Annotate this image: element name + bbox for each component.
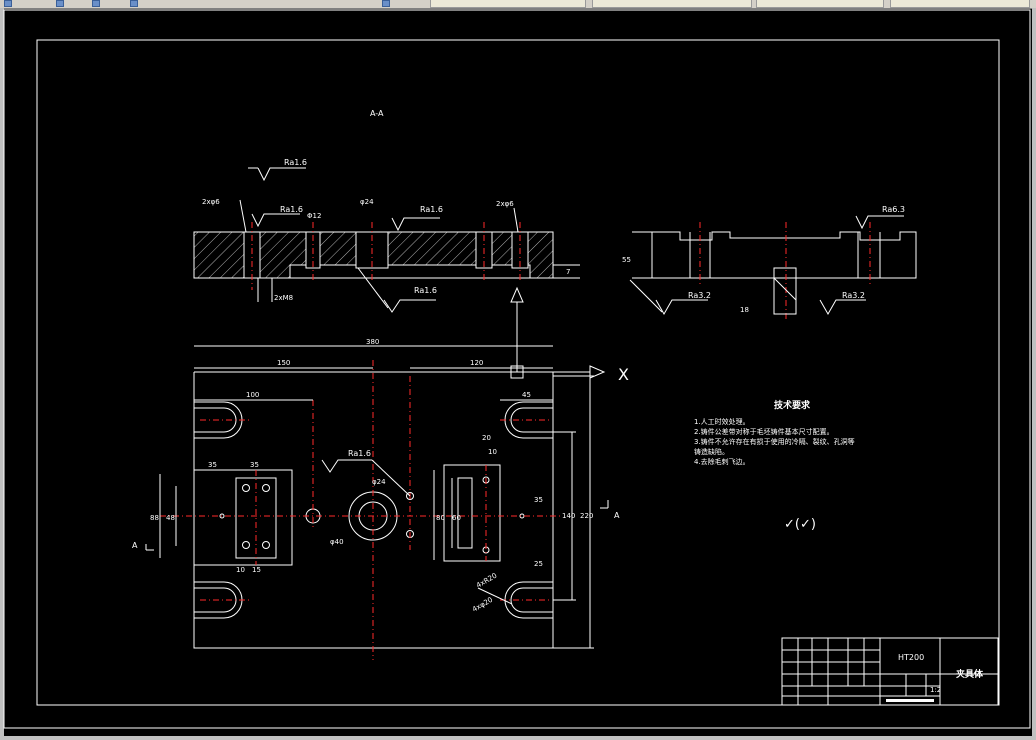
dim-25: 25 <box>534 560 543 568</box>
dim-2xM8: 2xM8 <box>274 294 293 302</box>
part-name: 夹具体 <box>956 668 984 680</box>
dim-140: 140 <box>562 512 575 520</box>
dim-phi40: φ40 <box>330 538 344 546</box>
tech-line-3: 3.铸件不允许存在有损于使用的冷隔、裂纹、孔洞等 <box>694 437 855 446</box>
technical-requirements: 技术要求 1.人工时效处理。 2.铸件公差带对称于毛坯铸件基本尺寸配置。 3.铸… <box>694 399 855 532</box>
title-block: HT200 夹具体 1:2 <box>781 637 999 706</box>
dim-10b: 10 <box>236 566 245 574</box>
roughness-3: Ra1.6 <box>420 205 443 214</box>
roughness-4: Ra1.6 <box>414 286 437 295</box>
tech-line-2: 2.铸件公差带对称于毛坯铸件基本尺寸配置。 <box>694 427 834 436</box>
section-marker-left: A <box>132 541 138 550</box>
material-label: HT200 <box>898 653 924 662</box>
dim-18: 18 <box>740 306 749 314</box>
dim-4xR20: 4xR20 <box>475 572 498 590</box>
tool-icon[interactable] <box>130 0 138 7</box>
window-border-bottom <box>0 736 1036 740</box>
dim-7: 7 <box>566 268 570 276</box>
tool-icon[interactable] <box>56 0 64 7</box>
check-mark-roughness: ✓(✓) <box>784 517 816 532</box>
taskbar-button[interactable] <box>890 0 1030 8</box>
taskbar <box>0 0 1036 9</box>
roughness-2: Ra1.6 <box>280 205 303 214</box>
taskbar-button[interactable] <box>756 0 884 8</box>
side-view: 55 18 Ra3.2 Ra3.2 Ra6.3 <box>622 205 917 320</box>
axis-label-x: X <box>618 365 629 384</box>
section-label: A-A <box>370 109 384 118</box>
dim-12: Φ12 <box>307 212 321 220</box>
roughness-6: Ra6.3 <box>882 205 905 214</box>
dim-220: 220 <box>580 512 593 520</box>
section-view: 7 2xφ6 Φ12 φ24 2xφ6 2xM8 Ra1.6 Ra1.6 Ra1… <box>193 158 580 313</box>
dim-15: 15 <box>252 566 261 574</box>
taskbar-button[interactable] <box>592 0 752 8</box>
dim-35a: 35 <box>208 461 217 469</box>
window-border-right <box>1032 8 1036 740</box>
sheet-outer-border <box>3 9 1031 729</box>
dim-55: 55 <box>622 256 631 264</box>
roughness-9: Ra1.6 <box>348 449 371 458</box>
dim-phi24-center: φ24 <box>372 478 386 486</box>
dim-24: φ24 <box>360 198 374 206</box>
dim-4xphi20: 4xφ20 <box>471 596 494 614</box>
tech-line-1: 1.人工时效处理。 <box>694 417 750 426</box>
coordinate-arrows: X <box>510 286 629 384</box>
app-icon[interactable] <box>4 0 12 7</box>
tech-line-4: 铸造缺陷。 <box>694 447 729 456</box>
section-marker-right: A <box>614 511 620 520</box>
dim-35b: 35 <box>250 461 259 469</box>
dim-380: 380 <box>366 338 379 346</box>
tech-line-5: 4.去除毛刺飞边。 <box>694 457 750 466</box>
dim-45: 45 <box>522 391 531 399</box>
dim-35c: 35 <box>534 496 543 504</box>
dim-2x6b: 2xφ6 <box>496 200 514 208</box>
window-border-left <box>0 8 4 740</box>
roughness-7: Ra3.2 <box>688 291 711 300</box>
tool-icon[interactable] <box>92 0 100 7</box>
roughness-8: Ra3.2 <box>842 291 865 300</box>
dim-2x6: 2xφ6 <box>202 198 220 206</box>
plan-view: 380 150 120 100 45 20 10 35 35 35 25 10 … <box>132 338 620 660</box>
dim-20: 20 <box>482 434 491 442</box>
dim-88: 88 <box>150 514 159 522</box>
tool-icon[interactable] <box>382 0 390 7</box>
taskbar-button[interactable] <box>430 0 586 8</box>
dim-100: 100 <box>246 391 259 399</box>
scale-label: 1:2 <box>930 686 941 694</box>
tech-title: 技术要求 <box>774 399 811 411</box>
dim-150: 150 <box>277 359 290 367</box>
dim-60: 60 <box>452 514 461 522</box>
dim-48: 48 <box>166 514 175 522</box>
dim-10: 10 <box>488 448 497 456</box>
dim-80: 80 <box>436 514 445 522</box>
roughness-1: Ra1.6 <box>284 158 307 167</box>
dim-120: 120 <box>470 359 483 367</box>
sheet-inner-border <box>36 39 1000 706</box>
